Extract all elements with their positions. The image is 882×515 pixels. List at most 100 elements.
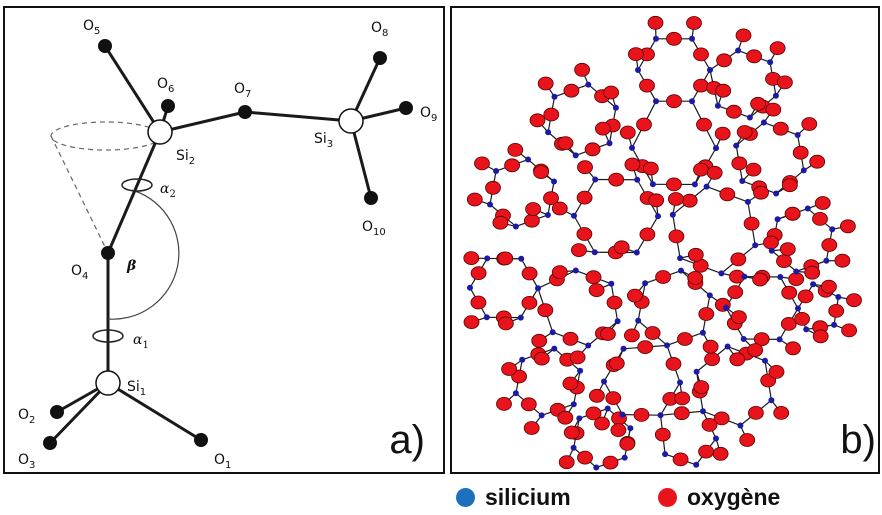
silicon-atom bbox=[572, 152, 579, 159]
silicon-atom bbox=[653, 98, 659, 105]
silicon-atom bbox=[760, 119, 767, 126]
oxygen-atom bbox=[521, 266, 538, 281]
oxygen-atom bbox=[562, 376, 579, 391]
oxygen-atom bbox=[797, 289, 814, 304]
silicon-atom bbox=[803, 326, 810, 333]
silicon-atom bbox=[517, 314, 524, 321]
silicium-swatch-icon bbox=[456, 487, 475, 507]
label-o6: O6 bbox=[157, 76, 174, 95]
oxygen-atom bbox=[563, 83, 580, 98]
oxygen-atom bbox=[730, 252, 747, 267]
silicon-atom bbox=[768, 247, 775, 254]
silicon-atom bbox=[635, 317, 642, 324]
oxygen-atom bbox=[776, 254, 792, 269]
atom-o5 bbox=[98, 39, 112, 53]
label-si2: Si2 bbox=[176, 148, 195, 167]
silicon-atom bbox=[689, 35, 695, 42]
oxygen-atom bbox=[781, 285, 798, 300]
oxygen-atom bbox=[613, 240, 630, 255]
silicon-atom bbox=[810, 281, 817, 288]
silicon-atom bbox=[776, 336, 783, 343]
oxygen-atom bbox=[644, 326, 661, 340]
oxygen-atom bbox=[507, 142, 524, 157]
silicon-atom bbox=[693, 461, 700, 468]
atom-o6 bbox=[161, 99, 175, 113]
oxygen-atom bbox=[574, 62, 591, 77]
oxygen-atom bbox=[784, 206, 801, 221]
oxygen-atom bbox=[673, 406, 690, 421]
oxygen-atom bbox=[687, 270, 704, 285]
bond-si2-o5 bbox=[103, 44, 162, 134]
oxygen-atom bbox=[623, 328, 640, 343]
silicon-atom bbox=[572, 267, 579, 274]
oxygen-atom bbox=[543, 191, 559, 206]
oxygen-atom bbox=[496, 396, 512, 411]
silicon-atom bbox=[585, 342, 592, 349]
silicon-atom bbox=[606, 140, 613, 147]
oxygen-atom bbox=[696, 117, 712, 132]
bond-si3-o10 bbox=[349, 119, 373, 200]
oxygen-atom bbox=[735, 28, 752, 43]
oxygen-atom bbox=[674, 391, 691, 406]
atom-o9 bbox=[399, 101, 413, 115]
label-o9: O9 bbox=[420, 105, 437, 124]
panel-b: b) bbox=[450, 6, 880, 474]
silicon-atom bbox=[713, 435, 719, 442]
cone-edge bbox=[50, 135, 109, 254]
silicon-atom bbox=[737, 422, 744, 429]
oxygen-atom bbox=[585, 406, 602, 421]
oxygen-atom bbox=[794, 311, 811, 326]
oxygen-atom bbox=[752, 272, 769, 287]
oxygen-atom bbox=[665, 356, 682, 371]
label-o3: O3 bbox=[18, 452, 35, 471]
oxygen-atom bbox=[531, 333, 548, 348]
silicon-atom bbox=[551, 178, 557, 185]
oxygen-atom bbox=[594, 416, 610, 431]
silicon-atom bbox=[677, 255, 684, 262]
oxygen-atom bbox=[577, 160, 593, 175]
silicon-atom bbox=[633, 249, 640, 256]
silicon-atom bbox=[678, 267, 684, 274]
silicon-atom bbox=[614, 318, 621, 325]
silicon-atom bbox=[621, 454, 628, 461]
oxygen-atom bbox=[820, 279, 837, 294]
oxygen-atom bbox=[753, 185, 769, 200]
alpha2-ring bbox=[121, 178, 153, 192]
oxygen-atom bbox=[624, 157, 641, 172]
oxygen-atom bbox=[768, 364, 785, 379]
oxygen-atom bbox=[779, 242, 796, 257]
silicon-atom bbox=[538, 412, 545, 419]
legend-silicium-label: silicium bbox=[485, 483, 571, 510]
silicon-atom bbox=[669, 211, 676, 218]
oxygen-atom bbox=[619, 125, 636, 140]
silicon-atom bbox=[649, 181, 656, 188]
oxygen-atom bbox=[668, 229, 685, 244]
silicon-atom bbox=[739, 178, 746, 184]
network-atoms bbox=[463, 15, 862, 471]
bond-si2-o7 bbox=[158, 110, 247, 134]
silicon-atom bbox=[519, 356, 526, 363]
bond-si2-o4 bbox=[106, 130, 162, 255]
oxygen-atom bbox=[633, 407, 650, 422]
oxygen-atom bbox=[511, 369, 527, 384]
silicon-atom bbox=[653, 35, 659, 42]
silicon-atom bbox=[642, 280, 649, 287]
oxygen-atom bbox=[792, 145, 809, 160]
silicon-atom bbox=[608, 280, 615, 287]
silicon-atom bbox=[703, 183, 710, 190]
oxygen-atom bbox=[571, 243, 587, 258]
silicon-atom bbox=[467, 284, 473, 291]
oxygen-atom bbox=[828, 303, 845, 318]
oxygen-atom bbox=[729, 352, 746, 367]
oxygen-atom bbox=[639, 78, 655, 93]
legend-oxygene-label: oxygène bbox=[687, 483, 781, 510]
oxygen-atom bbox=[693, 380, 710, 395]
oxygen-atom bbox=[588, 283, 605, 298]
oxygen-atom bbox=[585, 270, 602, 285]
oxygen-atom bbox=[533, 165, 549, 180]
oxygen-atom bbox=[603, 85, 620, 100]
oxygen-atom bbox=[821, 238, 838, 252]
panel-a-diagram: O5 O6 O7 O8 O9 O10 Si2 Si3 O4 Si1 O2 O3 … bbox=[18, 18, 437, 471]
oxygen-atom bbox=[520, 397, 537, 412]
alpha1-ring bbox=[92, 329, 124, 343]
